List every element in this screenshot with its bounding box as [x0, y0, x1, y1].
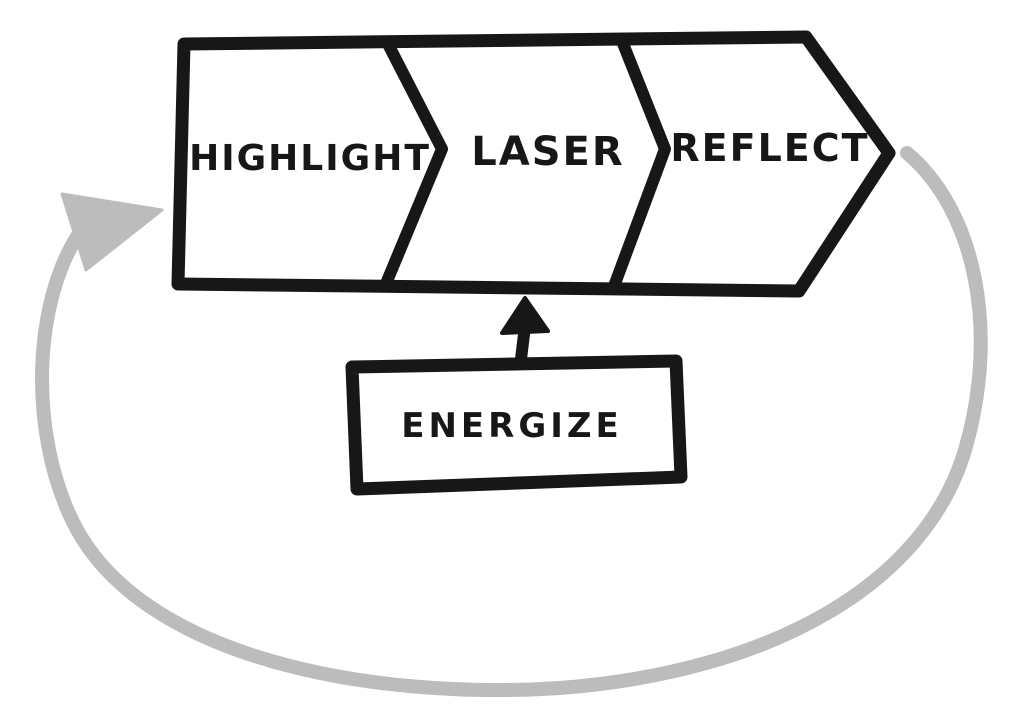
cycle-arrow [35, 146, 988, 698]
segment-divider [607, 35, 671, 295]
step-label-laser: LASER [471, 129, 624, 175]
segment-divider [379, 38, 448, 292]
cycle-arrowhead-icon [60, 192, 164, 272]
energize-label: ENERGIZE [401, 406, 623, 446]
step-label-highlight: HIGHLIGHT [189, 138, 431, 179]
energize-box-outline [345, 354, 688, 496]
cycle-arrow-curve [35, 146, 988, 698]
banner-outline [171, 30, 896, 298]
up-arrow-icon [500, 296, 550, 365]
up-arrowhead-icon [500, 296, 550, 335]
process-banner: HIGHLIGHT LASER REFLECT [171, 30, 896, 298]
energize-box: ENERGIZE [345, 354, 688, 496]
step-label-reflect: REFLECT [670, 126, 869, 170]
